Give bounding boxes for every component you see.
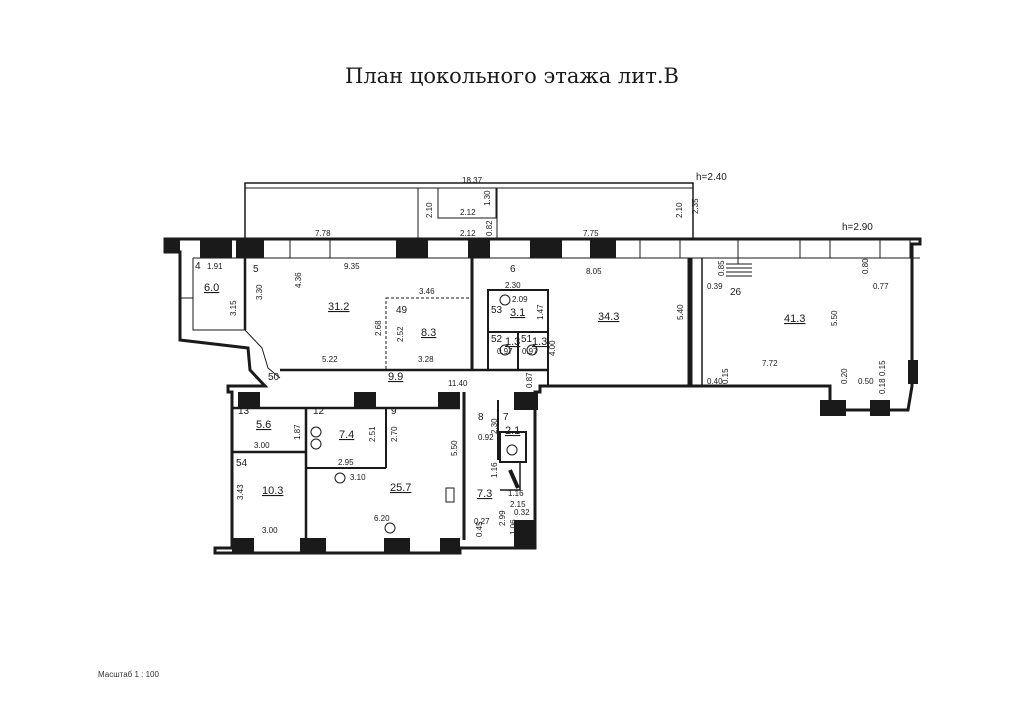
dimension-label: 1.30: [483, 190, 492, 206]
dimension-label: 1.47: [536, 304, 545, 320]
dimension-label: 5.40: [676, 304, 685, 320]
room-area: 6.0: [204, 282, 219, 294]
dimension-label: 5.50: [450, 440, 459, 456]
dimension-label: 18.37: [462, 176, 483, 185]
dimension-label: 0.15: [721, 368, 730, 384]
dimension-label: 3.30: [255, 284, 264, 300]
room-area: 25.7: [390, 482, 411, 494]
dimension-label: 0.32: [514, 508, 530, 517]
scale-label: Масштаб 1 : 100: [98, 670, 159, 679]
room-area: 34.3: [598, 311, 619, 323]
room-number: 8: [478, 412, 484, 423]
dimension-label: 0.82: [485, 220, 494, 236]
dimension-label: 5.50: [830, 310, 839, 326]
dimension-label: 0.50: [858, 377, 874, 386]
dimension-label: 4.36: [294, 272, 303, 288]
dimension-label: 5.22: [322, 355, 338, 364]
dimension-label: 0.97: [522, 347, 538, 356]
dimension-label: 3.00: [254, 441, 270, 450]
dimension-label: 2.15: [510, 500, 526, 509]
room-number: 6: [510, 264, 516, 275]
dimension-label: 2.99: [498, 510, 507, 526]
room-area: 1.3: [505, 336, 520, 348]
dimension-label: 2.10: [425, 202, 434, 218]
dimension-label: 0.18: [878, 378, 887, 394]
room-number: 53: [491, 305, 503, 316]
dimension-label: 1.87: [293, 424, 302, 440]
dimension-label: 3.15: [229, 300, 238, 316]
room-area: 3.1: [510, 307, 525, 319]
room-area: 9.9: [388, 371, 403, 383]
dimension-label: 8.05: [586, 267, 602, 276]
dimension-label: 2.35: [691, 198, 700, 214]
dimension-label: 1.16: [508, 489, 524, 498]
dimension-label: 2.95: [338, 458, 354, 467]
room-area: 5.6: [256, 419, 271, 431]
dimension-label: 0.92: [478, 433, 494, 442]
room-number: 51: [521, 334, 533, 345]
height-mark-right: h=2.90: [842, 222, 873, 233]
dimension-label: 1.06: [509, 519, 518, 535]
room-number: 4: [195, 261, 201, 272]
dimension-label: 0.45: [475, 521, 484, 537]
dimension-label: 3.00: [262, 526, 278, 535]
height-mark-left: h=2.40: [696, 172, 727, 183]
dimension-label: 0.80: [861, 258, 870, 274]
dimension-label: 7.75: [583, 229, 599, 238]
dimension-label: 2.52: [396, 326, 405, 342]
dimension-label: 7.78: [315, 229, 331, 238]
dimension-label: 0.97: [497, 347, 513, 356]
room-number: 13: [238, 406, 250, 417]
dimension-label: 3.28: [418, 355, 434, 364]
dimension-label: 0.40: [707, 377, 723, 386]
dimension-label: 11.40: [448, 379, 468, 388]
dimension-label: 2.12: [460, 229, 476, 238]
room-number: 12: [313, 406, 325, 417]
room-number: 50: [268, 372, 280, 383]
room-area: 10.3: [262, 485, 283, 497]
dimension-label: 0.20: [840, 368, 849, 384]
dimension-label: 0.87: [525, 372, 534, 388]
room-area: 31.2: [328, 301, 349, 313]
room-number: 49: [396, 305, 408, 316]
dimension-label: 2.30: [490, 418, 499, 434]
room-number: 52: [491, 334, 503, 345]
dimension-label: 0.39: [707, 282, 723, 291]
dimension-label: 1.91: [207, 262, 223, 271]
dimension-label: 4.00: [548, 340, 557, 356]
dimension-label: 2.12: [460, 208, 476, 217]
dimension-label: 3.46: [419, 287, 435, 296]
dimension-label: 9.35: [344, 262, 360, 271]
dimension-label: 3.10: [350, 473, 366, 482]
room-area: 7.3: [477, 488, 492, 500]
dimension-label: 2.51: [368, 426, 377, 442]
dimension-label: 6.20: [374, 514, 390, 523]
room-area: 41.3: [784, 313, 805, 325]
dimension-label: 0.15: [878, 360, 887, 376]
dimension-label: 7.72: [762, 359, 778, 368]
room-area: 7.4: [339, 429, 354, 441]
room-area: 2.1: [505, 425, 520, 437]
room-area: 8.3: [421, 327, 436, 339]
room-number: 54: [236, 458, 248, 469]
dimension-label: 2.30: [505, 281, 521, 290]
room-number: 26: [730, 287, 742, 298]
dimension-label: 1.16: [490, 462, 499, 478]
dimension-label: 2.09: [512, 295, 528, 304]
room-number: 5: [253, 264, 259, 275]
dimension-label: 0.77: [873, 282, 889, 291]
room-number: 9: [391, 406, 397, 417]
room-area: 1.3: [532, 336, 547, 348]
dimension-label: 2.10: [675, 202, 684, 218]
page-title: План цокольного этажа лит.В: [345, 64, 679, 88]
dimension-label: 0.85: [717, 260, 726, 276]
room-number: 7: [503, 412, 509, 423]
dimension-label: 2.68: [374, 320, 383, 336]
outer-wall-upper: [163, 237, 922, 555]
dimension-label: 3.43: [236, 484, 245, 500]
dimension-label: 2.70: [390, 426, 399, 442]
dimension-label: 0.27: [474, 517, 490, 526]
